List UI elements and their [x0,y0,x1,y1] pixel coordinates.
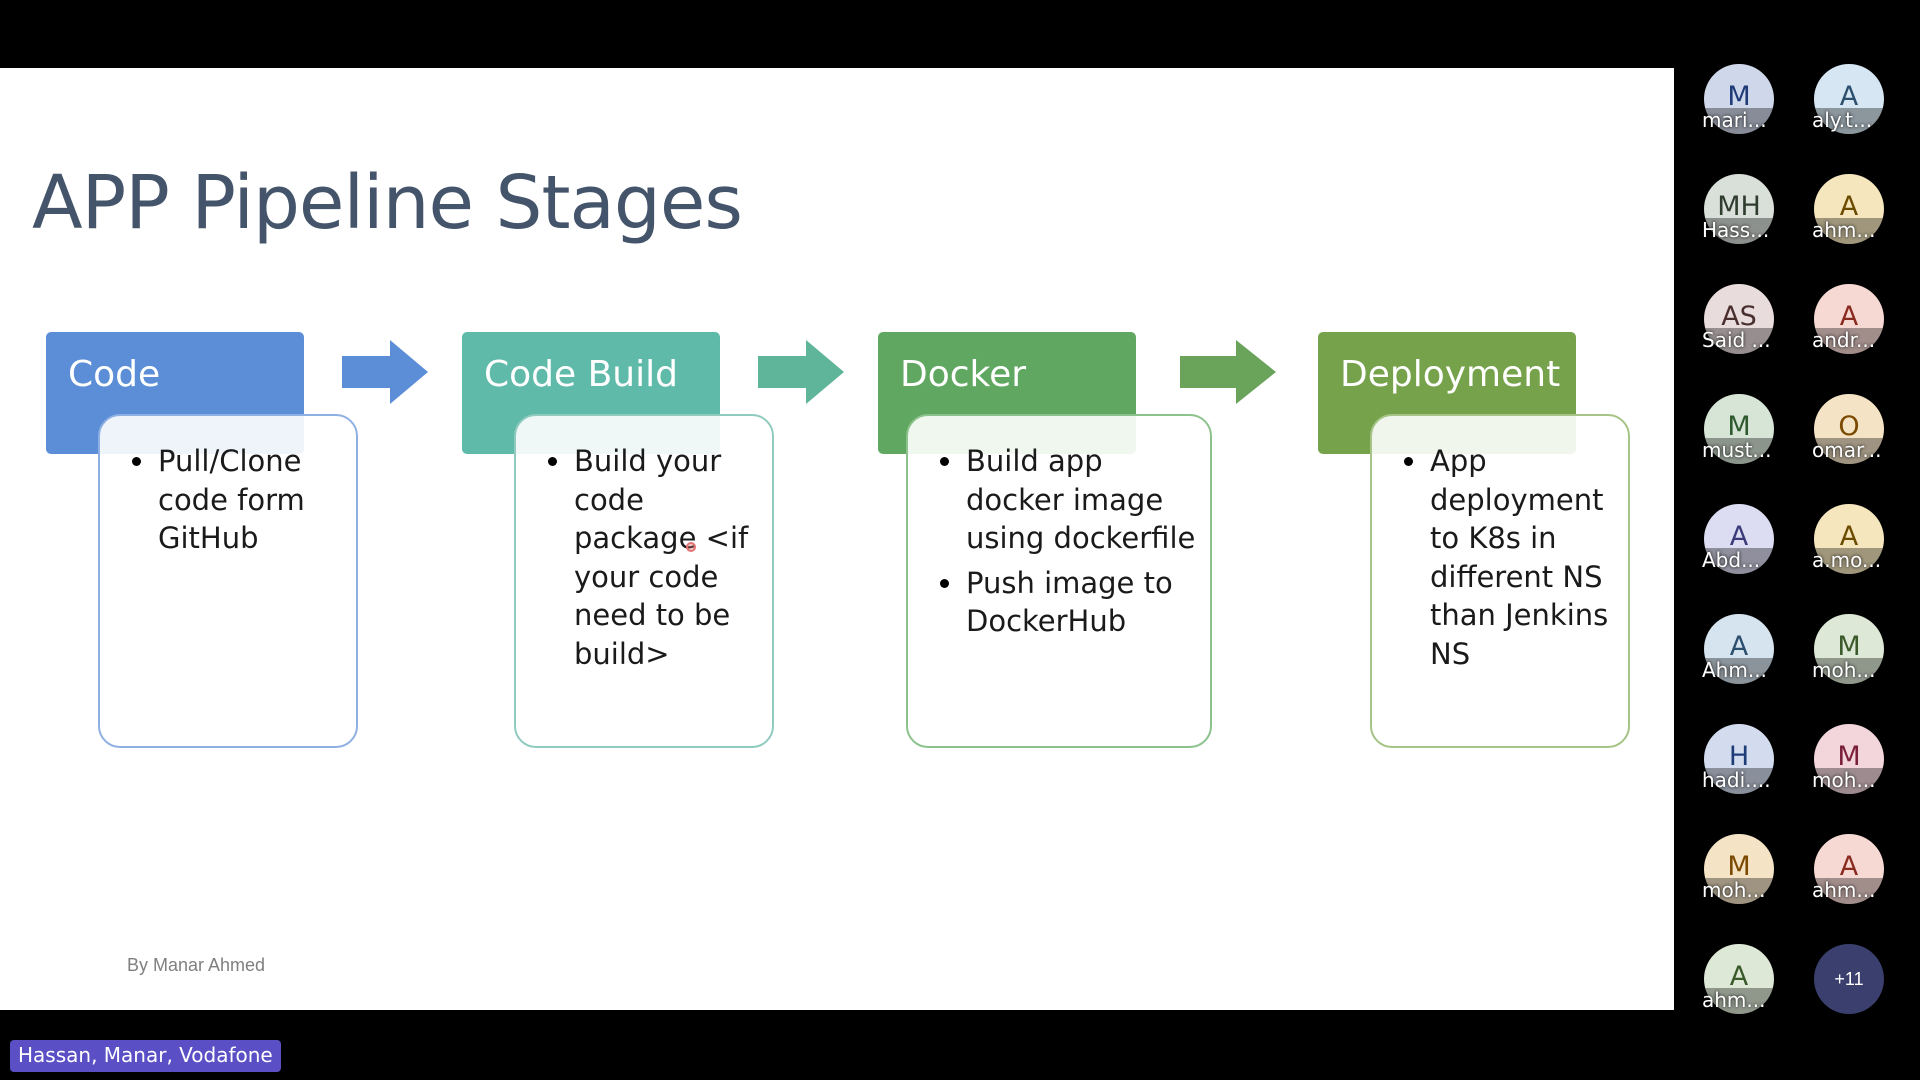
stage-body-deployment: App deployment to K8s in different NS th… [1370,414,1630,748]
avatar: MH [1704,174,1774,244]
participant-name: Ahm... [1702,658,1767,682]
arrow-right-icon [1180,340,1276,404]
avatar: H [1704,724,1774,794]
bullet-list: Build your code package <if your code ne… [544,442,758,673]
bullet-item: App deployment to K8s in different NS th… [1400,442,1614,673]
participant-name: Abd... [1702,548,1761,572]
avatar: A [1704,614,1774,684]
avatar: AS [1704,284,1774,354]
participant-name: moh... [1702,878,1766,902]
participant-name: a.mo... [1812,548,1882,572]
stage-body-code-build: Build your code package <if your code ne… [514,414,774,748]
stage-title: Code Build [484,354,678,395]
shared-slide: APP Pipeline Stages Code Pull/Clone code… [0,68,1674,1010]
avatar: M [1704,64,1774,134]
stage-deployment: Deployment App deployment to K8s in diff… [1318,332,1674,752]
participant-name: Hass... [1702,218,1770,242]
participant-name: ahm... [1812,878,1876,902]
more-participants-tile[interactable]: +11 [1784,944,1904,1044]
avatar: M [1814,614,1884,684]
participant-name: andr... [1812,328,1876,352]
arrow-right-icon [758,340,844,404]
participant-name: aly.t... [1812,108,1873,132]
stage-docker: Docker Build app docker image using dock… [878,332,1248,752]
avatar: A [1814,504,1884,574]
avatar: M [1814,724,1884,794]
presenter-name-label: Hassan, Manar, Vodafone [10,1040,281,1072]
bullet-item: Build your code package <if your code ne… [544,442,758,673]
participant-name: moh... [1812,768,1876,792]
arrow-right-icon [342,340,428,404]
avatar: A [1814,174,1884,244]
stage-code: Code Pull/Clone code form GitHub [46,332,416,752]
slide-title: APP Pipeline Stages [32,160,743,246]
participant-name: ahm... [1812,218,1876,242]
avatar: M [1704,394,1774,464]
avatar: A [1814,284,1884,354]
stage-body-docker: Build app docker image using dockerfile … [906,414,1212,748]
participant-name: omar... [1812,438,1882,462]
bullet-item: Pull/Clone code form GitHub [128,442,342,558]
stage-title: Deployment [1340,354,1561,395]
stage-body-code: Pull/Clone code form GitHub [98,414,358,748]
bullet-list: Build app docker image using dockerfile … [936,442,1196,641]
avatar: A [1704,944,1774,1014]
avatar: O [1814,394,1884,464]
participant-name: must... [1702,438,1772,462]
avatar: M [1704,834,1774,904]
bullet-list: App deployment to K8s in different NS th… [1400,442,1614,673]
bullet-item: Push image to DockerHub [936,564,1196,641]
more-participants-button[interactable]: +11 [1814,944,1884,1014]
participant-name: hadi.... [1702,768,1771,792]
slide-author: By Manar Ahmed [127,955,266,975]
participant-name: Said ... [1702,328,1771,352]
bullet-list: Pull/Clone code form GitHub [128,442,342,558]
stage-title: Docker [900,354,1027,395]
avatar: A [1814,834,1884,904]
laser-pointer [686,542,696,552]
participant-name: mari... [1702,108,1767,132]
avatar: A [1704,504,1774,574]
stage-title: Code [68,354,161,395]
bullet-item: Build app docker image using dockerfile [936,442,1196,558]
stage-code-build: Code Build Build your code package <if y… [462,332,832,752]
participant-name: moh... [1812,658,1876,682]
avatar: A [1814,64,1884,134]
participant-name: ahm... [1702,988,1766,1012]
